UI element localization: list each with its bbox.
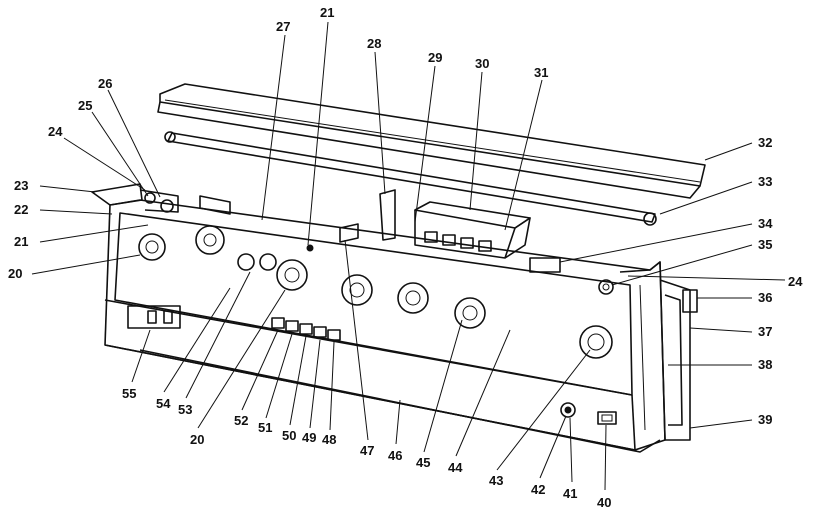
callout-52: 52 (234, 413, 248, 428)
callout-21: 21 (320, 5, 334, 20)
callout-22: 22 (14, 202, 28, 217)
indicator-lamp (560, 402, 576, 418)
upper-connectors (339, 223, 614, 295)
callout-40: 40 (597, 495, 611, 510)
callout-34: 34 (758, 216, 773, 231)
relay-module (414, 201, 531, 259)
callout-29: 29 (428, 50, 442, 65)
top-trim-channel (157, 83, 706, 199)
callout-33: 33 (758, 174, 772, 189)
callout-20: 20 (8, 266, 22, 281)
callout-42: 42 (531, 482, 545, 497)
callout-38: 38 (758, 357, 772, 372)
callout-35: 35 (758, 237, 772, 252)
callout-24: 24 (48, 124, 63, 139)
callout-50: 50 (282, 428, 296, 443)
callout-31: 31 (534, 65, 548, 80)
callout-43: 43 (489, 473, 503, 488)
callout-25: 25 (78, 98, 92, 113)
right-end-bracket (659, 279, 698, 441)
callout-46: 46 (388, 448, 402, 463)
rocker-switch-panel (127, 305, 181, 329)
callout-26: 26 (98, 76, 112, 91)
left-end-bracket (91, 183, 231, 215)
callout-27: 27 (276, 19, 290, 34)
callout-53: 53 (178, 402, 192, 417)
control-knobs (138, 225, 613, 359)
callout-47: 47 (360, 443, 374, 458)
leader-lines (31, 21, 786, 491)
callout-48: 48 (322, 432, 336, 447)
push-button-switches (271, 317, 341, 341)
callout-30: 30 (475, 56, 489, 71)
mounting-bracket (379, 189, 396, 241)
callout-21: 21 (14, 234, 28, 249)
callout-54: 54 (156, 396, 171, 411)
callout-37: 37 (758, 324, 772, 339)
control-panel-body (104, 199, 666, 453)
fluorescent-tube (164, 131, 657, 226)
callout-23: 23 (14, 178, 28, 193)
callout-39: 39 (758, 412, 772, 427)
callout-55: 55 (122, 386, 136, 401)
callout-28: 28 (367, 36, 381, 51)
callout-41: 41 (563, 486, 577, 501)
callout-20: 20 (190, 432, 204, 447)
callout-51: 51 (258, 420, 272, 435)
small-switch (597, 411, 617, 425)
callout-44: 44 (448, 460, 463, 475)
callout-45: 45 (416, 455, 430, 470)
callout-labels: 27 21 28 29 30 31 26 25 24 32 23 22 33 2… (8, 5, 803, 510)
callout-32: 32 (758, 135, 772, 150)
callout-24: 24 (788, 274, 803, 289)
callout-36: 36 (758, 290, 772, 305)
callout-49: 49 (302, 430, 316, 445)
